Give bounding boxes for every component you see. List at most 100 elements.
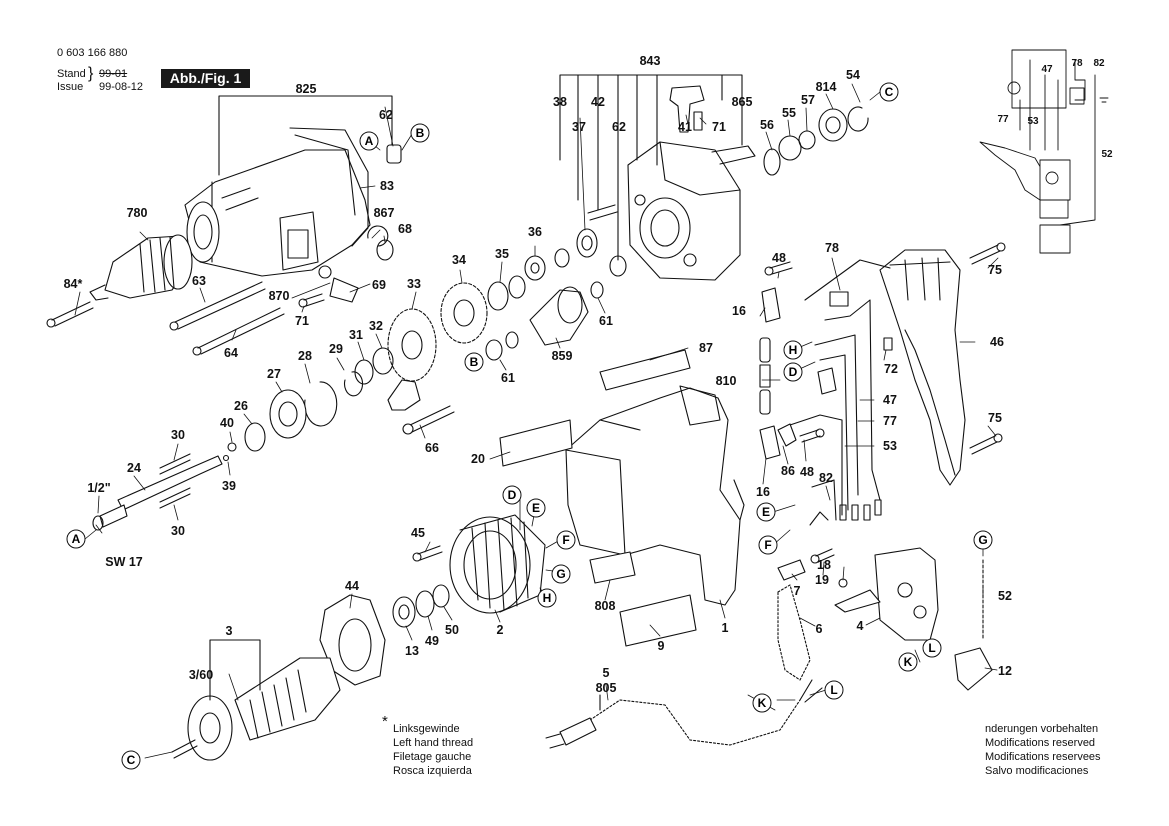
- callout-26: 26: [234, 399, 248, 413]
- letter-l-cable: L: [824, 680, 844, 700]
- callout-82: 82: [819, 471, 833, 485]
- callout-55: 55: [782, 106, 796, 120]
- footnote-line-es: Rosca izquierda: [393, 765, 472, 777]
- bearing-13: [392, 596, 416, 628]
- callout-77: 77: [883, 414, 897, 428]
- callout-41: 41: [678, 120, 692, 134]
- letter-k-cable: K: [752, 693, 772, 713]
- washer-32: [372, 347, 394, 375]
- modifications-fr: Modifications reservees: [985, 751, 1101, 763]
- wiring-harness: [789, 259, 891, 526]
- letter-f-wiring-text: F: [764, 538, 771, 552]
- bracket-843: [559, 74, 743, 261]
- callout-18: 18: [817, 558, 831, 572]
- ball-40: [227, 442, 237, 452]
- letter-e-wiring-text: E: [762, 505, 770, 519]
- letter-f-wiring: F: [758, 535, 778, 555]
- callout-30a: 30: [171, 428, 185, 442]
- callout-61b: 61: [501, 371, 515, 385]
- letter-c-bottom: C: [121, 750, 141, 770]
- footnote-line-de: Linksgewinde: [393, 723, 460, 735]
- washer-56: [763, 148, 781, 176]
- callout-16b: 16: [756, 485, 770, 499]
- washer-35a: [487, 281, 509, 311]
- letter-f-field-text: F: [562, 533, 569, 547]
- letter-a-top-text: A: [365, 134, 374, 148]
- plug-12: [954, 647, 993, 691]
- callout-32: 32: [369, 319, 383, 333]
- bushing-57: [798, 130, 816, 150]
- label-20: [499, 419, 573, 467]
- callout-1: 1: [722, 621, 729, 635]
- cable-clamp-7: [777, 559, 806, 581]
- power-cord: [545, 679, 823, 749]
- callout-38: 38: [553, 95, 567, 109]
- letter-d-field-text: D: [508, 488, 517, 502]
- callout-86: 86: [781, 464, 795, 478]
- callout-27: 27: [267, 367, 281, 381]
- long-screw-64: [192, 307, 285, 356]
- callout-4: 4: [857, 619, 864, 633]
- circlip-54: [847, 106, 869, 132]
- screw-71: [298, 293, 325, 308]
- letter-a-top: A: [359, 131, 379, 151]
- letter-g-plug: G: [973, 530, 993, 550]
- gear-33: [387, 308, 437, 382]
- bushing-36b: [554, 248, 570, 268]
- inset-52: 52: [1101, 149, 1113, 160]
- callout-814: 814: [816, 80, 837, 94]
- callout-49: 49: [425, 634, 439, 648]
- gear-34: [440, 282, 488, 344]
- bushing-62: [386, 144, 402, 164]
- callout-9: 9: [658, 639, 665, 653]
- bracket-3: [209, 639, 261, 701]
- connector-78: [829, 291, 849, 307]
- footnote-line-en: Left hand thread: [393, 737, 474, 749]
- footnote-line-fr: Filetage gauche: [393, 751, 472, 763]
- letter-l-switch-text: L: [928, 641, 935, 655]
- callout-30b: 30: [171, 524, 185, 538]
- callout-33: 33: [407, 277, 421, 291]
- modifications-de: nderungen vorbehalten: [985, 723, 1099, 735]
- washer-61c: [505, 331, 519, 349]
- callout-825: 825: [296, 82, 317, 96]
- letter-b-mid: B: [464, 352, 484, 372]
- callout-28: 28: [298, 349, 312, 363]
- brush-holder-16a: [761, 287, 781, 323]
- pin-38: [587, 204, 618, 221]
- switch-4: [834, 547, 939, 641]
- callout-42: 42: [591, 95, 605, 109]
- letter-g-field: G: [551, 564, 571, 584]
- long-screw-63: [169, 281, 266, 331]
- shift-fork-66: [387, 379, 455, 435]
- key-30b: [159, 487, 191, 509]
- inset-82: 82: [1093, 58, 1105, 69]
- callout-sw17: SW 17: [105, 555, 143, 569]
- chuck-screw: [46, 301, 94, 328]
- inset-callouts: 47 78 82 77 53 52: [997, 58, 1113, 160]
- callout-64: 64: [224, 346, 238, 360]
- letter-h-wiring: H: [783, 340, 803, 360]
- part-callouts: 825 62 83 867 68 780 84* 63 64 870 71 69…: [64, 54, 1012, 695]
- callout-3-60: 3/60: [189, 668, 213, 682]
- callout-83: 83: [380, 179, 394, 193]
- screw-48b: [799, 428, 825, 443]
- screw-19: [810, 548, 835, 564]
- washer-61a: [590, 281, 604, 299]
- callout-62b: 62: [612, 120, 626, 134]
- letter-f-field: F: [556, 530, 576, 550]
- callout-40: 40: [220, 416, 234, 430]
- callout-12: 12: [998, 664, 1012, 678]
- callout-84: 84*: [64, 277, 83, 291]
- screw-75b: [969, 433, 1003, 455]
- bearing-27: [269, 389, 307, 439]
- modifications-en: Modifications reserved: [985, 737, 1096, 749]
- callout-20: 20: [471, 452, 485, 466]
- letter-k-switch: K: [898, 652, 918, 672]
- motor-housing-1: [565, 385, 745, 606]
- callout-47: 47: [883, 393, 897, 407]
- callout-39: 39: [222, 479, 236, 493]
- gear-859: [529, 286, 589, 346]
